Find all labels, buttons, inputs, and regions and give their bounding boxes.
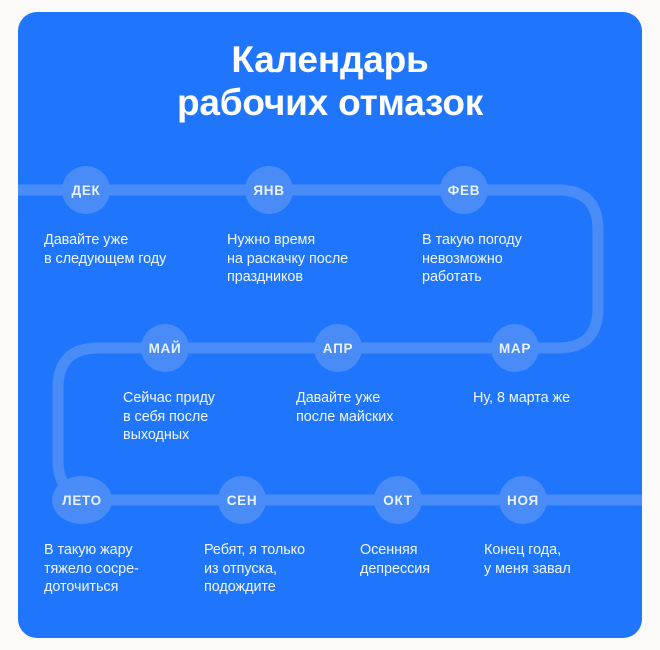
node-label: ОКТ bbox=[383, 492, 413, 508]
caption-mar: Ну, 8 марта же bbox=[473, 390, 571, 406]
caption-jan: Нужно время на раскачку после праздников bbox=[227, 232, 349, 286]
timeline-node-nov[interactable]: НОЯ bbox=[499, 476, 547, 524]
timeline-node-jan[interactable]: ЯНВ bbox=[245, 166, 293, 214]
timeline-node-oct[interactable]: ОКТ bbox=[374, 476, 422, 524]
caption-sep: Ребят, я только из отпуска, подождите bbox=[204, 542, 306, 596]
caption-dec: Давайте уже в следующем году bbox=[44, 232, 167, 267]
timeline-node-may[interactable]: МАЙ bbox=[141, 324, 189, 372]
page-title: Календарь рабочих отмазок bbox=[18, 38, 642, 124]
caption-may: Сейчас приду в себя после выходных bbox=[123, 390, 215, 444]
node-label: МАЙ bbox=[148, 340, 182, 356]
caption-feb: В такую погоду невозможно работать bbox=[422, 232, 522, 286]
node-label: АПР bbox=[322, 340, 354, 356]
timeline-node-mar[interactable]: МАР bbox=[491, 324, 539, 372]
caption-apr: Давайте уже после майских bbox=[296, 390, 394, 425]
caption-nov: Конец года, у меня завал bbox=[484, 542, 571, 577]
timeline-node-apr[interactable]: АПР bbox=[314, 324, 362, 372]
node-label: НОЯ bbox=[507, 492, 539, 508]
node-label: ДЕК bbox=[71, 182, 101, 198]
node-label: МАР bbox=[498, 340, 532, 356]
caption-oct: Осенняя депрессия bbox=[360, 542, 430, 577]
node-label: ФЕВ bbox=[447, 182, 481, 198]
infographic-card: Календарь рабочих отмазок ДЕК ЯНВ ФЕВ Да… bbox=[18, 12, 642, 638]
caption-summer: В такую жару тяжело сосре- доточиться bbox=[44, 542, 139, 596]
timeline-node-dec[interactable]: ДЕК bbox=[62, 166, 110, 214]
timeline-node-feb[interactable]: ФЕВ bbox=[440, 166, 488, 214]
timeline-node-sep[interactable]: СЕН bbox=[218, 476, 266, 524]
node-label: ЯНВ bbox=[253, 182, 285, 198]
title-line-2: рабочих отмазок bbox=[176, 82, 484, 123]
node-label: СЕН bbox=[226, 492, 258, 508]
node-label: ЛЕТО bbox=[62, 492, 102, 508]
timeline-node-summer[interactable]: ЛЕТО bbox=[52, 476, 112, 524]
title-line-1: Календарь bbox=[231, 39, 429, 80]
